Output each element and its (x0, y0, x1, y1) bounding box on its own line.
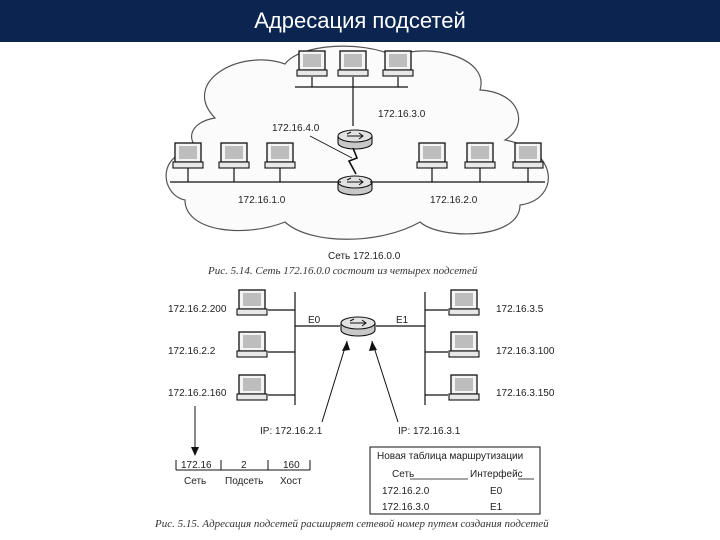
interface-label: E1 (396, 315, 409, 326)
host-ip: 172.16.3.100 (496, 346, 555, 357)
pc-icon (296, 50, 328, 77)
network-label: Сеть 172.16.0.0 (328, 251, 401, 262)
routing-table (369, 446, 541, 515)
slide-title: Адресация подсетей (0, 0, 720, 42)
subnet-label: 172.16.2.0 (430, 195, 478, 206)
pc-icon (464, 142, 496, 169)
router-icon (337, 129, 373, 150)
router-ip: IP: 172.16.2.1 (260, 426, 323, 437)
address-net-label: Сеть (184, 476, 206, 487)
routing-table-cell: 172.16.3.0 (382, 502, 430, 513)
pc-icon (337, 50, 369, 77)
figure-5-15: 172.16.2.200 172.16.2.2 172.16.2.160 172… (154, 289, 555, 530)
routing-table-cell: E0 (490, 486, 503, 497)
interface-label: E0 (308, 315, 321, 326)
address-host: 160 (283, 460, 300, 471)
address-host-label: Хост (280, 476, 302, 487)
host-ip: 172.16.2.160 (168, 388, 227, 399)
address-subnet: 2 (241, 460, 247, 471)
address-net: 172.16 (181, 460, 212, 471)
serial-link-icon (347, 147, 359, 175)
subnet-label: 172.16.1.0 (238, 195, 286, 206)
pc-icon (236, 289, 268, 316)
pc-icon (416, 142, 448, 169)
figure-caption: Рис. 5.14. Сеть 172.16.0.0 состоит из че… (207, 265, 478, 277)
pc-icon (236, 331, 268, 358)
router-icon (337, 175, 373, 196)
router-icon (340, 316, 376, 337)
pc-icon (264, 142, 296, 169)
pc-icon (512, 142, 544, 169)
host-ip: 172.16.2.2 (168, 346, 216, 357)
figure-5-14: 172.16.3.0 172.16.4.0 172.16.1.0 172.16.… (165, 45, 549, 277)
subnet-label: 172.16.3.0 (378, 109, 426, 120)
pc-icon (448, 289, 480, 316)
pc-icon (448, 331, 480, 358)
pc-icon (172, 142, 204, 169)
address-subnet-label: Подсеть (225, 476, 263, 487)
router-ip: IP: 172.16.3.1 (398, 426, 461, 437)
host-ip: 172.16.3.150 (496, 388, 555, 399)
pc-icon (448, 374, 480, 401)
routing-table-col-net: Сеть (392, 469, 414, 480)
figure-caption: Рис. 5.15. Адресация подсетей расширяет … (154, 518, 549, 530)
pc-icon (218, 142, 250, 169)
routing-table-title: Новая таблица маршрутизации (377, 450, 523, 462)
routing-table-cell: E1 (490, 502, 503, 513)
pc-icon (382, 50, 414, 77)
host-ip: 172.16.3.5 (496, 304, 544, 315)
routing-table-cell: 172.16.2.0 (382, 486, 430, 497)
routing-table-col-iface: Интерфейс (470, 468, 523, 480)
pc-icon (236, 374, 268, 401)
subnet-label: 172.16.4.0 (272, 123, 320, 134)
host-ip: 172.16.2.200 (168, 304, 227, 315)
